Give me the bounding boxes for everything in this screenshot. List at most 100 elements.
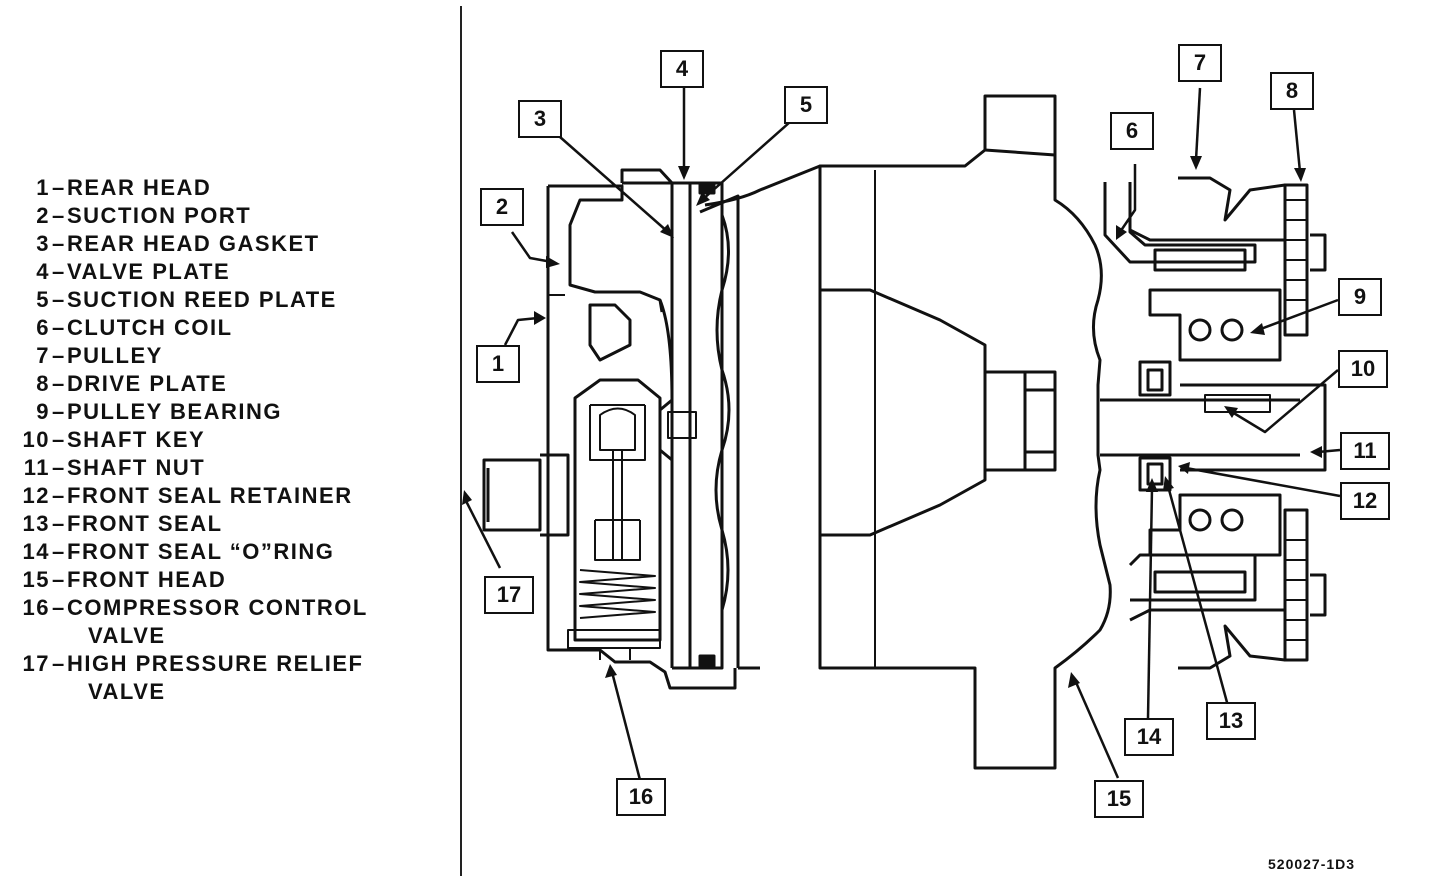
legend-number: 14: [22, 539, 50, 564]
legend-text-continued: VALVE: [88, 623, 166, 648]
legend-item: 16–COMPRESSOR CONTROL: [0, 594, 440, 622]
legend-text: FRONT SEAL “O”RING: [67, 539, 335, 564]
bearing-lower: [1148, 493, 1282, 557]
legend-dash: –: [52, 595, 66, 620]
front-head-outline: [818, 94, 1112, 770]
control-valve-inner: [589, 404, 646, 461]
legend-number: 2: [36, 203, 50, 228]
legend-item: 6–CLUTCH COIL: [0, 314, 440, 342]
legend-dash: –: [52, 287, 66, 312]
legend-item: 15–FRONT HEAD: [0, 566, 440, 594]
legend-dash: –: [52, 203, 66, 228]
legend-item: 11–SHAFT NUT: [0, 454, 440, 482]
legend-item: 5–SUCTION REED PLATE: [0, 286, 440, 314]
bearing-ball-2: [1220, 318, 1244, 342]
legend-text-continued: VALVE: [88, 679, 166, 704]
legend-number: 7: [36, 343, 50, 368]
clutch-coil-housing: [1103, 182, 1257, 264]
control-valve-spring: [579, 569, 656, 619]
legend-number: 3: [36, 231, 50, 256]
divider-line: [460, 6, 462, 876]
shaft-hub: [985, 370, 1057, 472]
drive-shaft: [1100, 383, 1300, 472]
callout-4: 4: [660, 50, 704, 88]
valve-bolt-bottom: [698, 654, 716, 668]
legend-item: 13–FRONT SEAL: [0, 510, 440, 538]
relief-valve-fitting: [482, 453, 570, 537]
reed-plate-wavy: [714, 214, 731, 668]
legend-text: COMPRESSOR CONTROL: [67, 595, 368, 620]
callout-2: 2: [480, 188, 524, 226]
legend-item: 9–PULLEY BEARING: [0, 398, 440, 426]
legend-item: 8–DRIVE PLATE: [0, 370, 440, 398]
legend-item: 3–REAR HEAD GASKET: [0, 230, 440, 258]
front-head-inner: [984, 148, 1057, 200]
legend-number: 4: [36, 259, 50, 284]
legend-text: CLUTCH COIL: [67, 315, 233, 340]
legend-number: 11: [23, 455, 50, 480]
control-valve-stem: [594, 450, 641, 561]
legend-item: 7–PULLEY: [0, 342, 440, 370]
legend-text: PULLEY: [67, 343, 163, 368]
legend-dash: –: [52, 343, 66, 368]
legend-number: 6: [36, 315, 50, 340]
bearing-ball-1: [1188, 318, 1212, 342]
drive-plate-teeth: [1285, 199, 1307, 641]
legend-item-continued: VALVE: [0, 622, 440, 650]
callout-11: 11: [1340, 432, 1390, 470]
legend-dash: –: [52, 231, 66, 256]
legend-number: 10: [22, 427, 50, 452]
legend-dash: –: [52, 539, 66, 564]
bearing-upper: [1148, 288, 1282, 362]
callout-14: 14: [1124, 718, 1174, 756]
callout-1: 1: [476, 345, 520, 383]
legend-item: 4–VALVE PLATE: [0, 258, 440, 286]
shaft-key: [1204, 394, 1271, 413]
front-seal-upper: [1138, 360, 1172, 397]
callout-3: 3: [518, 100, 562, 138]
shaft-nut: [1300, 233, 1327, 617]
legend-number: 15: [22, 567, 50, 592]
legend-text: SUCTION PORT: [67, 203, 252, 228]
callout-9: 9: [1338, 278, 1382, 316]
legend-item-continued: VALVE: [0, 678, 440, 706]
legend-dash: –: [52, 399, 66, 424]
callout-16: 16: [616, 778, 666, 816]
drive-plate-lower: [1283, 508, 1309, 662]
legend-dash: –: [52, 455, 66, 480]
legend-item: 2–SUCTION PORT: [0, 202, 440, 230]
callout-12: 12: [1340, 482, 1390, 520]
legend-text: PULLEY BEARING: [67, 399, 282, 424]
legend-dash: –: [52, 651, 66, 676]
legend-number: 17: [22, 651, 50, 676]
cylinder-block: [820, 288, 987, 537]
legend-number: 1: [36, 175, 50, 200]
callout-6: 6: [1110, 112, 1154, 150]
pulley-upper: [1129, 176, 1287, 242]
legend-dash: –: [52, 567, 66, 592]
bearing-ball-4: [1220, 508, 1244, 532]
clutch-coil-upper: [1153, 248, 1247, 272]
control-valve-base: [567, 629, 661, 660]
clutch-coil-lower: [1153, 570, 1247, 594]
leader-lines: [462, 87, 1341, 781]
legend-dash: –: [52, 511, 66, 536]
legend-text: FRONT SEAL: [67, 511, 223, 536]
legend-number: 8: [36, 371, 50, 396]
rear-head-cavity: [588, 303, 632, 362]
callout-10: 10: [1338, 350, 1388, 388]
callout-17: 17: [484, 576, 534, 614]
bearing-ball-3: [1188, 508, 1212, 532]
legend-text: SHAFT KEY: [67, 427, 206, 452]
control-valve-body: [573, 378, 662, 642]
legend-item: 12–FRONT SEAL RETAINER: [0, 482, 440, 510]
callout-7: 7: [1178, 44, 1222, 82]
legend-number: 16: [22, 595, 50, 620]
valve-pin: [667, 411, 697, 439]
legend-item: 14–FRONT SEAL “O”RING: [0, 538, 440, 566]
callout-8: 8: [1270, 72, 1314, 110]
legend-number: 12: [22, 483, 50, 508]
legend-dash: –: [52, 371, 66, 396]
legend-item: 17–HIGH PRESSURE RELIEF: [0, 650, 440, 678]
pulley-lower: [1129, 608, 1287, 670]
